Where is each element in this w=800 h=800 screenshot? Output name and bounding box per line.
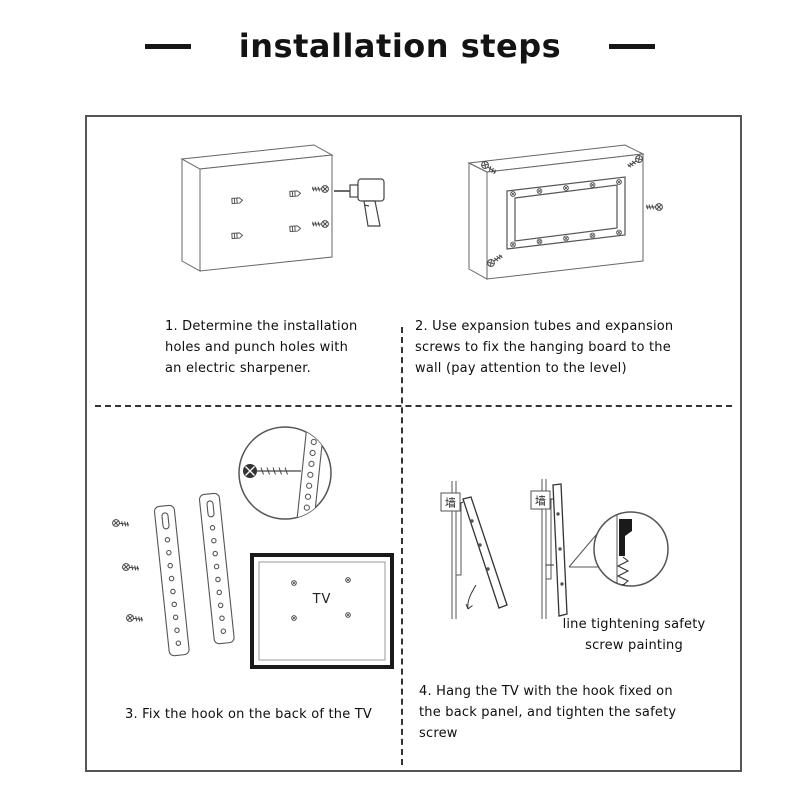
step3-illustration: TV [111, 426, 394, 669]
screw-icon [645, 203, 663, 211]
wall-label-left: 墙 [440, 492, 461, 512]
step1-illustration [180, 144, 385, 272]
steps-panel: TV [85, 115, 742, 772]
note-line: line tightening safety [562, 617, 706, 632]
wall-label-right: 墙 [530, 490, 551, 510]
caption-line: 4. Hang the TV with the hook fixed on [419, 684, 673, 699]
magnifier-hook-detail [593, 511, 669, 587]
callout-lines [568, 534, 598, 568]
caption-line: 2. Use expansion tubes and expansion [415, 319, 674, 334]
caption-line: the back panel, and tighten the safety [419, 704, 677, 720]
screw-icon [121, 562, 140, 573]
hanging-board-frame [506, 176, 626, 250]
note-line: screw painting [585, 637, 683, 653]
step2-caption: 2. Use expansion tubes and expansion scr… [415, 317, 720, 379]
bracket-left [153, 504, 190, 657]
caption-line: 3. Fix the hook on the back of the TV [125, 707, 372, 722]
wall-text: 墙 [445, 496, 456, 510]
step2-illustration [467, 144, 663, 280]
hook-icon [619, 519, 632, 556]
page-title: installation steps [238, 27, 562, 65]
caption-line: an electric sharpener. [165, 360, 311, 376]
step4-illustration: 墙 墙 [440, 479, 669, 619]
caption-line: wall (pay attention to the level) [415, 360, 627, 376]
title-left-dash [144, 43, 191, 49]
caption-line: screw [419, 725, 458, 741]
magnifier-detail [238, 426, 332, 520]
tv-label: TV [312, 592, 332, 607]
wall-text: 墙 [535, 494, 546, 508]
magnifier-note: line tightening safety screw painting [534, 615, 734, 657]
caption-line: screws to fix the hanging board to the [415, 339, 671, 355]
step1-caption: 1. Determine the installation holes and … [165, 317, 385, 379]
drill-icon [334, 178, 385, 227]
safety-screw-thread-icon [616, 556, 630, 586]
caption-line: holes and punch holes with [165, 339, 349, 355]
title-right-dash [609, 43, 656, 49]
step3-caption: 3. Fix the hook on the back of the TV [125, 705, 415, 726]
screw-icon [125, 613, 144, 624]
caption-line: 1. Determine the installation [165, 319, 358, 334]
side-view-flush [541, 479, 568, 619]
swing-arrow-icon [465, 584, 477, 610]
title-bar: installation steps [0, 22, 800, 70]
wall-board [180, 144, 334, 272]
step4-caption: 4. Hang the TV with the hook fixed on th… [419, 682, 719, 744]
screw-icon [111, 518, 130, 529]
tv-back-panel: TV [250, 553, 394, 669]
divider-horizontal [95, 405, 732, 407]
divider-vertical [401, 327, 403, 765]
side-view-tilted [451, 481, 508, 619]
bracket-right [198, 492, 235, 645]
